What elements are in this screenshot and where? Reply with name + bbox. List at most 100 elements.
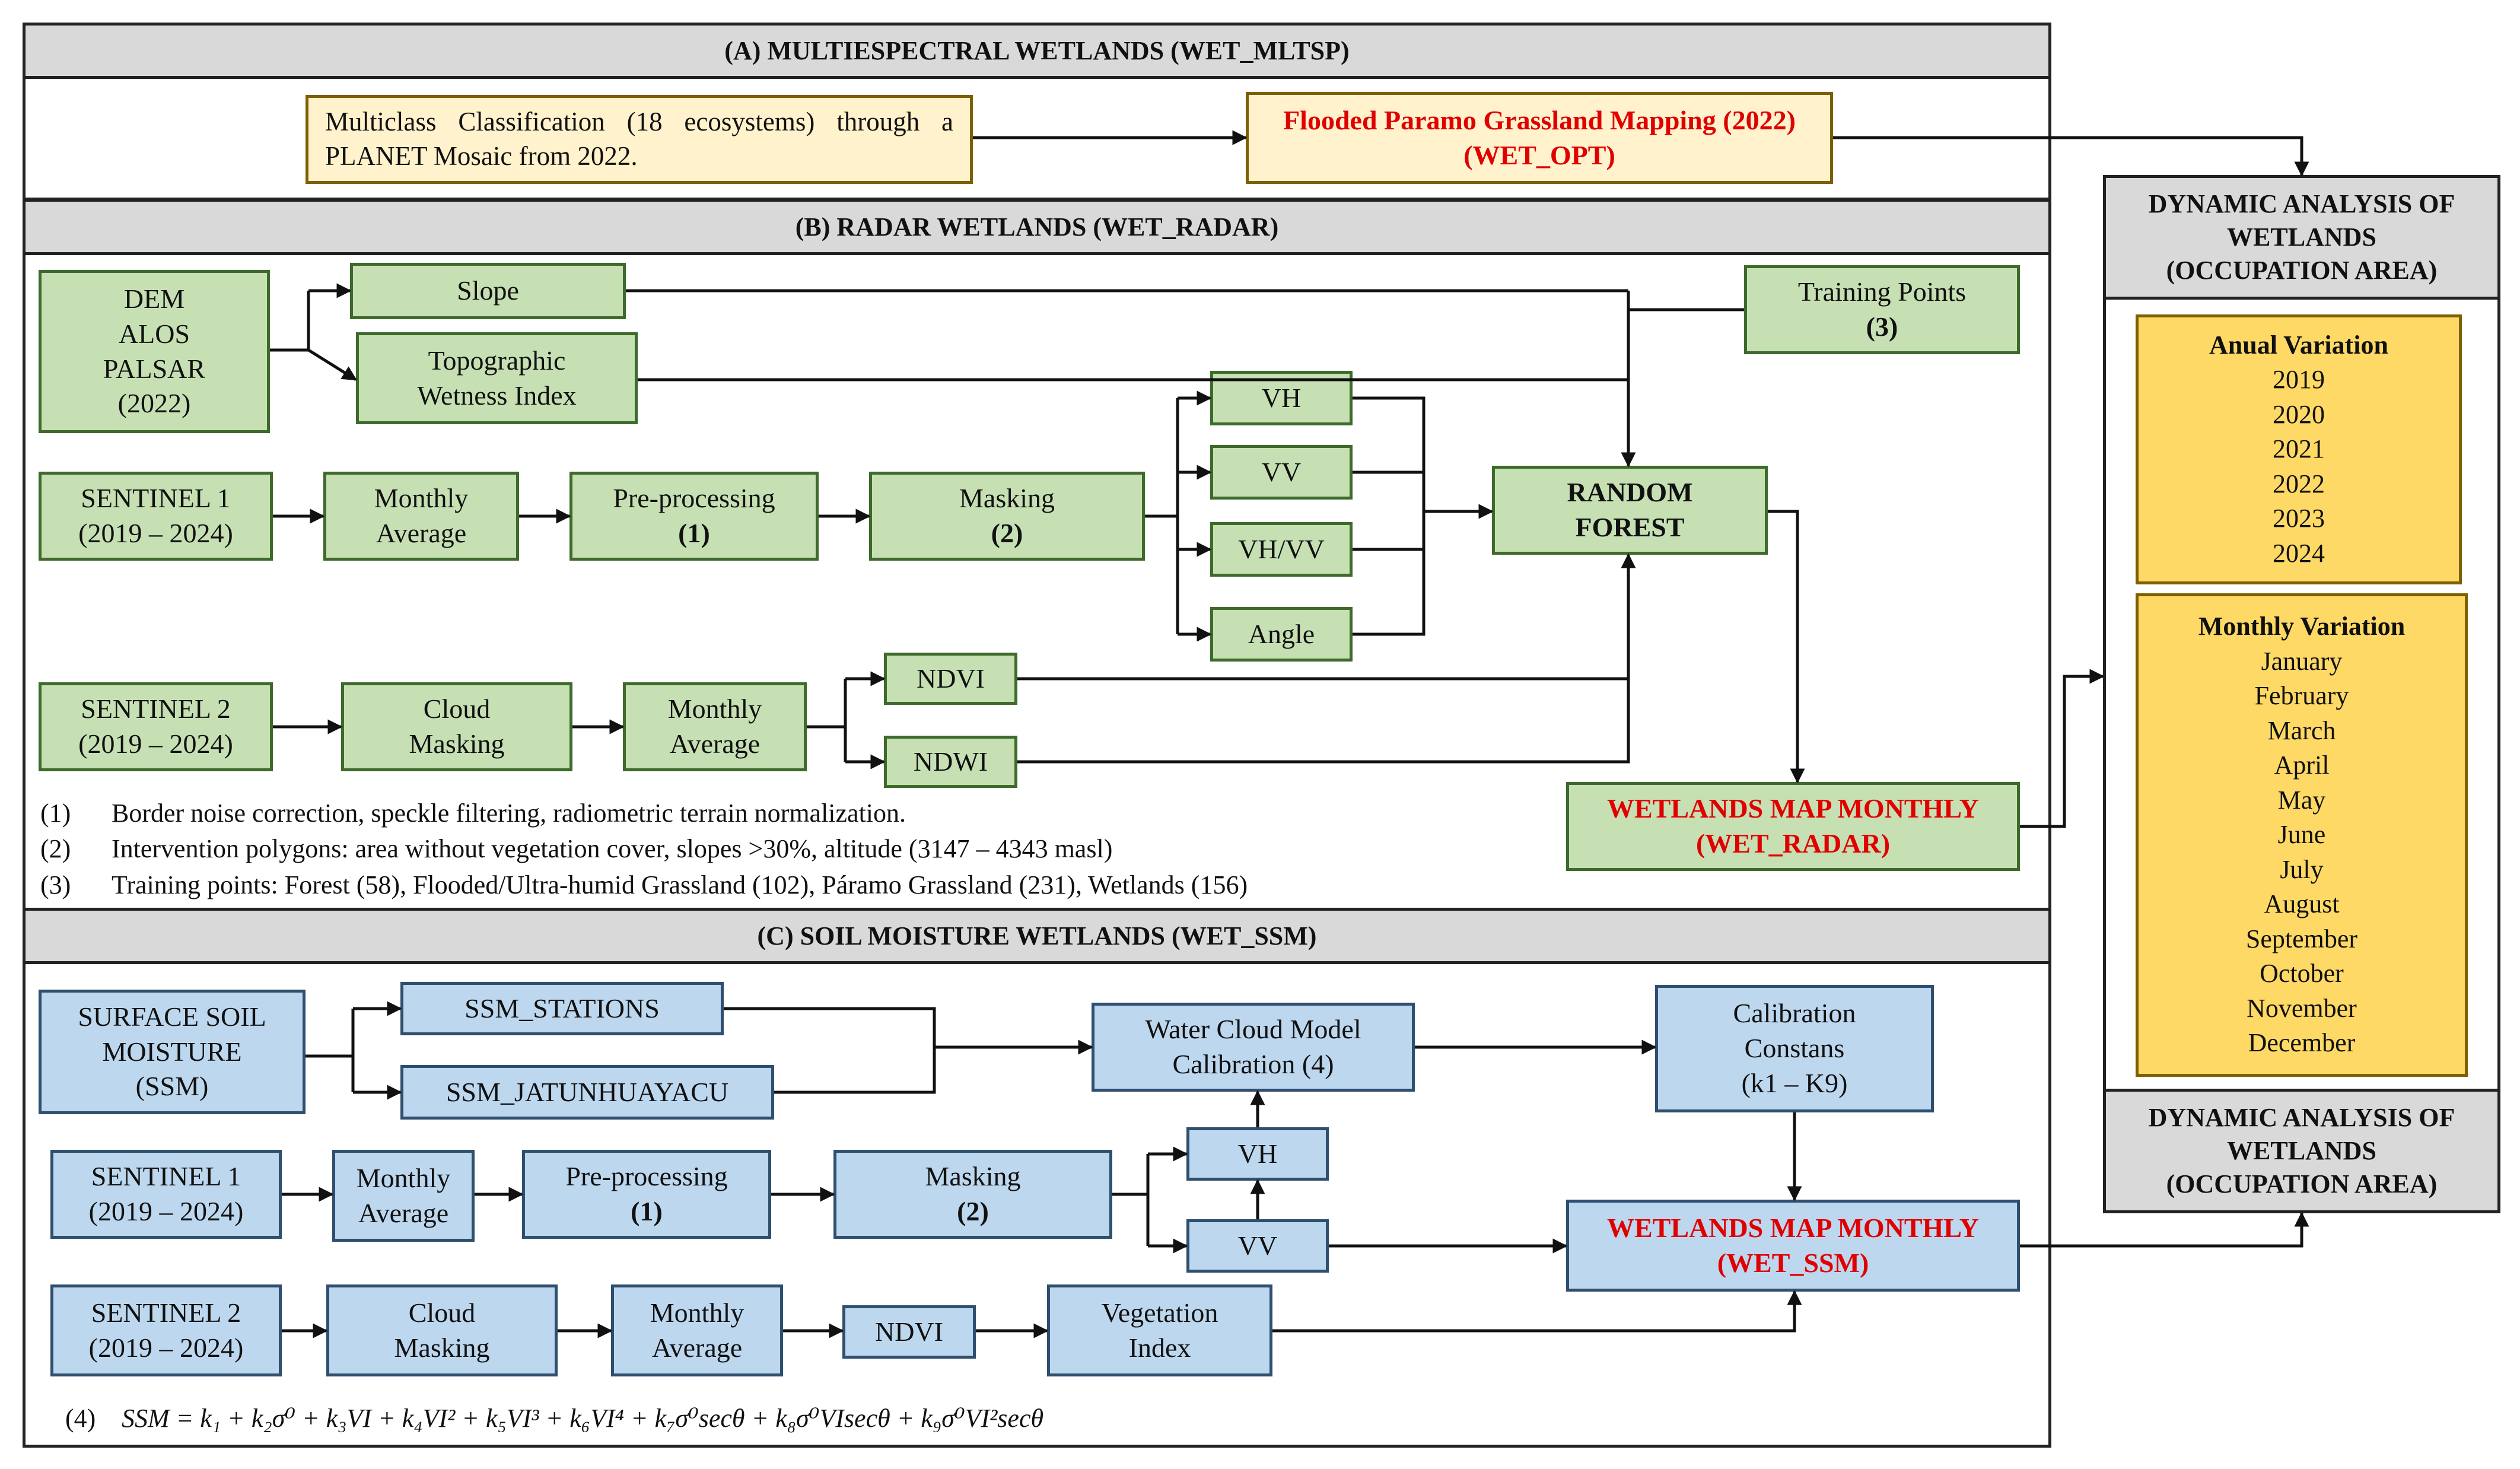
- dyn-bottom-line3: (OCCUPATION AREA): [2166, 1169, 2438, 1199]
- section-c-header: (C) SOIL MOISTURE WETLANDS (WET_SSM): [23, 908, 2051, 964]
- ssm-box: SURFACE SOIL MOISTURE (SSM): [39, 990, 306, 1114]
- vi-line2: Index: [1128, 1332, 1191, 1363]
- year-item: 2022: [2272, 469, 2325, 498]
- s1-ssm-line1: SENTINEL 1: [91, 1161, 241, 1192]
- footnote-2-num: (2): [40, 834, 71, 863]
- year-item: 2020: [2272, 399, 2325, 429]
- vhvv-radar-box: VH/VV: [1210, 522, 1353, 577]
- vv-ssm-box: VV: [1186, 1219, 1329, 1273]
- monthly2-radar-line2: Average: [669, 729, 761, 759]
- formula: (4)SSM = k₁ + k₂σ⁰ + k₃VI + k₄VI² + k₅VI…: [65, 1403, 1043, 1433]
- annual-variation-list: Anual Variation 2019 2020 2021 2022 2023 2024: [2209, 328, 2388, 571]
- ssm-line1: SURFACE SOIL: [78, 1001, 266, 1032]
- cloud-ssm-line1: Cloud: [408, 1297, 476, 1328]
- vegetation-index-box: Vegetation Index: [1047, 1284, 1272, 1376]
- dem-line2: ALOS: [118, 318, 190, 349]
- section-a-title: (A) MULTIESPECTRAL WETLANDS (WET_MLTSP): [724, 36, 1350, 65]
- cloud-radar-line2: Masking: [409, 729, 505, 759]
- random-forest-box: RANDOM FOREST: [1492, 466, 1768, 555]
- sentinel2-radar-box: SENTINEL 2 (2019 – 2024): [39, 682, 273, 771]
- monthly-average2-radar-box: Monthly Average: [623, 682, 807, 771]
- calib-line2: Constans: [1744, 1033, 1845, 1064]
- s2-radar-line1: SENTINEL 2: [81, 694, 231, 724]
- dynamic-analysis-footer: DYNAMIC ANALYSIS OF WETLANDS (OCCUPATION…: [2103, 1089, 2500, 1213]
- training-line1: Training Points: [1797, 276, 1967, 307]
- rf-line2: FOREST: [1575, 512, 1685, 542]
- footnote-1-text: Border noise correction, speckle filteri…: [112, 799, 906, 828]
- month-item: May: [2277, 785, 2326, 815]
- monthly-radar-line1: Monthly: [374, 483, 469, 514]
- monthly-average-radar-box: Monthly Average: [323, 472, 519, 561]
- ssm-line2: MOISTURE: [102, 1036, 242, 1067]
- twi-line2: Wetness Index: [417, 380, 577, 411]
- month-item: June: [2277, 820, 2326, 850]
- ssm-jatun-label: SSM_JATUNHUAYACU: [446, 1076, 729, 1107]
- masking-radar-line2: (2): [991, 518, 1023, 548]
- dyn-bottom-line2: WETLANDS: [2227, 1136, 2376, 1165]
- year-item: 2019: [2272, 365, 2325, 395]
- masking-radar-line1: Masking: [959, 483, 1055, 514]
- calib-line3: (k1 – K9): [1741, 1067, 1848, 1098]
- section-c-title: (C) SOIL MOISTURE WETLANDS (WET_SSM): [757, 921, 1317, 950]
- cloud-ssm-line2: Masking: [394, 1332, 490, 1363]
- arrow-mapssm-to-dynamic: [2020, 1212, 2309, 1248]
- s2-ssm-line1: SENTINEL 2: [91, 1297, 241, 1328]
- vv-ssm-label: VV: [1237, 1230, 1278, 1261]
- vh-ssm-box: VH: [1186, 1127, 1329, 1181]
- footnote-3-num: (3): [40, 870, 71, 899]
- month-item: August: [2264, 889, 2340, 919]
- year-item: 2024: [2272, 538, 2325, 568]
- monthly2-radar-line1: Monthly: [667, 694, 762, 724]
- footnote-3-text: Training points: Forest (58), Flooded/Ul…: [112, 870, 1248, 899]
- preproc-radar-line2: (1): [678, 518, 710, 548]
- month-item: July: [2280, 854, 2324, 884]
- footnote-1-num: (1): [40, 799, 71, 828]
- vh-ssm-label: VH: [1237, 1138, 1278, 1169]
- preproc-ssm-line2: (1): [631, 1196, 663, 1226]
- month-item: December: [2248, 1028, 2356, 1058]
- monthly-ssm-line2: Average: [358, 1197, 449, 1228]
- section-a-header: (A) MULTIESPECTRAL WETLANDS (WET_MLTSP): [23, 23, 2051, 79]
- dyn-line3: (OCCUPATION AREA): [2166, 256, 2438, 285]
- dem-line4: (2022): [117, 388, 191, 419]
- vh-radar-box: VH: [1210, 371, 1353, 425]
- wetlands-map-radar-box: WETLANDS MAP MONTHLY (WET_RADAR): [1566, 782, 2020, 871]
- flooded-paramo-line2: (WET_OPT): [1463, 139, 1615, 170]
- dyn-line2: WETLANDS: [2227, 222, 2376, 252]
- angle-radar-label: Angle: [1248, 618, 1315, 649]
- preprocessing-radar-box: Pre-processing (1): [569, 472, 819, 561]
- twi-line1: Topographic: [428, 345, 566, 376]
- wcm-line2: Calibration (4): [1172, 1049, 1334, 1079]
- calibration-constants-box: Calibration Constans (k1 – K9): [1655, 985, 1934, 1112]
- footnote-2: (2)Intervention polygons: area without v…: [40, 834, 1112, 864]
- angle-radar-box: Angle: [1210, 607, 1353, 662]
- monthly-variation-title: Monthly Variation: [2198, 612, 2406, 641]
- ssm-stations-label: SSM_STATIONS: [464, 993, 660, 1023]
- month-item: February: [2254, 681, 2349, 711]
- wcm-line1: Water Cloud Model: [1145, 1014, 1361, 1045]
- monthly2-ssm-line2: Average: [651, 1332, 743, 1363]
- masking-ssm-line1: Masking: [925, 1161, 1021, 1192]
- s1-radar-line1: SENTINEL 1: [81, 483, 231, 514]
- water-cloud-model-box: Water Cloud Model Calibration (4): [1092, 1003, 1415, 1092]
- map-ssm-line2: (WET_SSM): [1717, 1247, 1869, 1278]
- calib-line1: Calibration: [1733, 998, 1856, 1029]
- month-item: April: [2274, 751, 2330, 780]
- footnote-3: (3) Training points: Forest (58), Flooded…: [40, 870, 1248, 900]
- masking-ssm-box: Masking (2): [833, 1150, 1112, 1239]
- preproc-radar-line1: Pre-processing: [613, 483, 775, 514]
- training-line2: (3): [1866, 311, 1898, 342]
- rf-line1: RANDOM: [1567, 477, 1693, 508]
- year-item: 2023: [2272, 504, 2325, 533]
- masking-radar-box: Masking (2): [869, 472, 1145, 561]
- slope-box: Slope: [350, 263, 626, 319]
- multiclass-text: Multiclass Classification (18 ecosystems…: [325, 107, 953, 171]
- ssm-line3: (SSM): [135, 1071, 209, 1102]
- annual-variation-title: Anual Variation: [2209, 330, 2388, 360]
- multiclass-box: Multiclass Classification (18 ecosystems…: [306, 95, 973, 184]
- year-item: 2021: [2272, 434, 2325, 464]
- masking-ssm-line2: (2): [957, 1196, 989, 1226]
- s1-ssm-line2: (2019 – 2024): [88, 1196, 244, 1226]
